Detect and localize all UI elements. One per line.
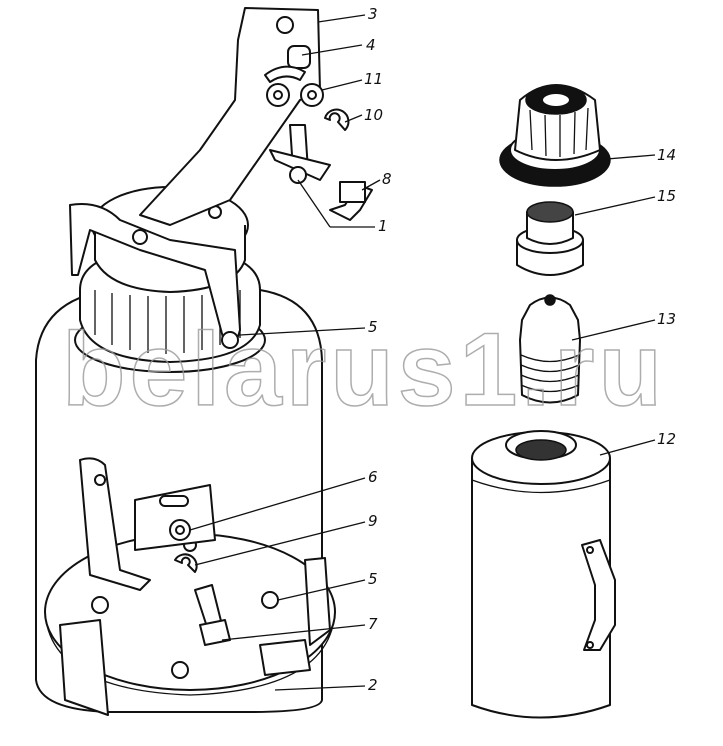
callout-5-top: 5 [368, 318, 378, 336]
callout-7: 7 [368, 615, 378, 633]
callout-10: 10 [364, 106, 383, 124]
callout-labels: 3 4 11 10 8 1 5 6 9 5 7 2 14 15 13 12 [364, 5, 676, 694]
watermark: belarus1.ru [62, 312, 662, 428]
callout-5-bottom: 5 [368, 570, 378, 588]
callout-1: 1 [378, 217, 388, 235]
callout-3: 3 [368, 5, 378, 23]
callout-11: 11 [364, 70, 383, 88]
callout-12: 12 [657, 430, 676, 448]
callout-6: 6 [368, 468, 378, 486]
callout-15: 15 [657, 187, 676, 205]
leader-lines [189, 14, 656, 691]
fasteners [169, 45, 373, 646]
callout-2: 2 [368, 676, 378, 694]
right-parts [471, 84, 616, 719]
callout-4: 4 [366, 36, 376, 54]
callout-14: 14 [657, 146, 676, 164]
callout-9: 9 [368, 512, 378, 530]
bottle-assembly [35, 7, 336, 716]
callout-13: 13 [657, 310, 676, 328]
callout-8: 8 [382, 170, 392, 188]
